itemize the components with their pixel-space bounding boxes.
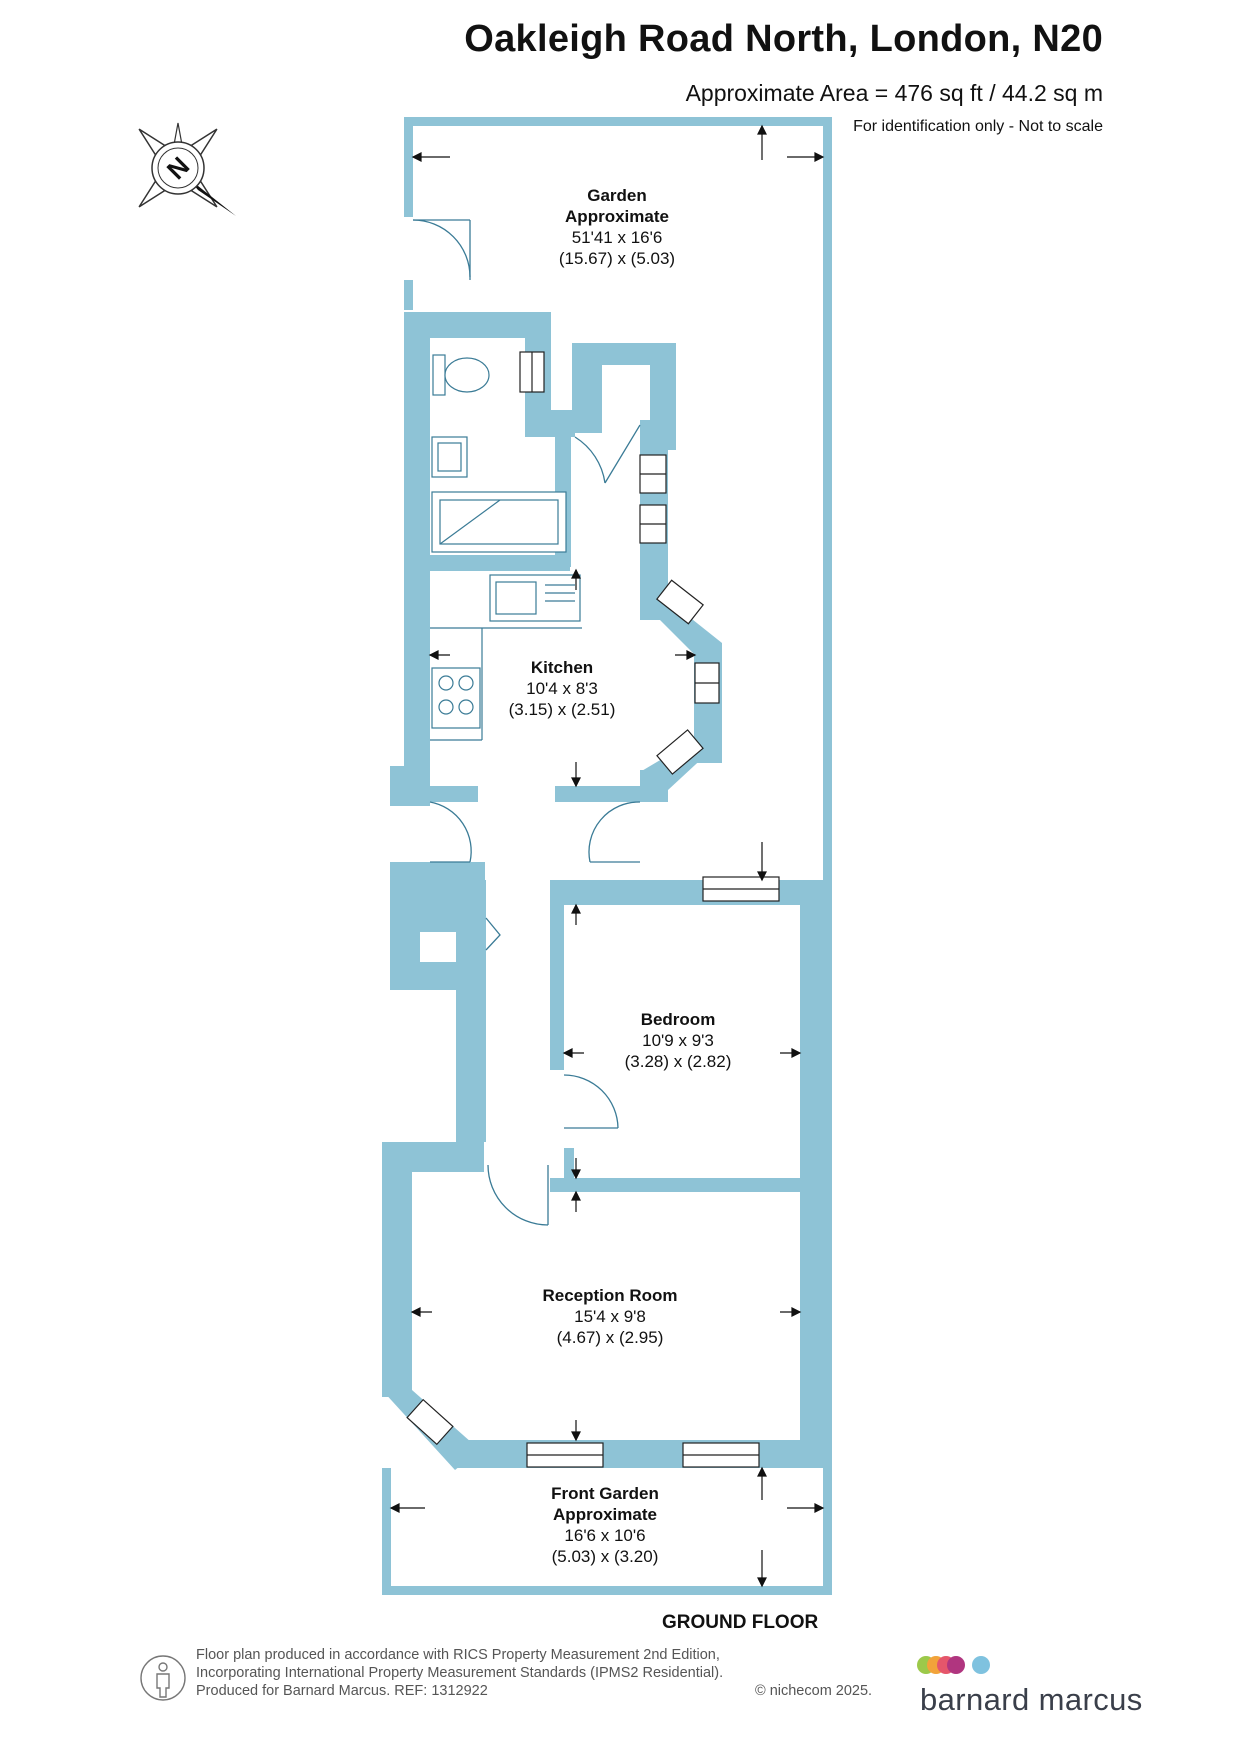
garden-label: Garden Approximate 51'41 x 16'6 (15.67) … (559, 186, 675, 268)
doors (412, 219, 641, 1226)
reception-room-label: Reception Room 15'4 x 9'8 (4.67) x (2.95… (542, 1286, 677, 1347)
kitchen-label: Kitchen 10'4 x 8'3 (3.15) x (2.51) (509, 658, 616, 719)
toilet-icon (432, 354, 490, 396)
brand-logo-dots (917, 1656, 990, 1674)
shower-icon (431, 491, 567, 553)
svg-text:(15.67) x (5.03): (15.67) x (5.03) (559, 249, 675, 268)
garden-boundary (404, 117, 832, 907)
svg-text:51'41 x 16'6: 51'41 x 16'6 (572, 228, 663, 247)
basin-icon (431, 436, 468, 478)
brand-name: barnard marcus (920, 1682, 1143, 1717)
windows (406, 351, 780, 1468)
svg-text:Approximate: Approximate (553, 1505, 657, 1524)
footer-line-3: Produced for Barnard Marcus. REF: 131292… (196, 1683, 488, 1699)
person-icon (140, 1655, 186, 1701)
svg-text:(5.03) x (3.20): (5.03) x (3.20) (552, 1547, 659, 1566)
footer-line-1: Floor plan produced in accordance with R… (196, 1647, 720, 1663)
svg-text:(4.67) x (2.95): (4.67) x (2.95) (557, 1328, 664, 1347)
svg-text:Bedroom: Bedroom (641, 1010, 716, 1029)
fixtures (430, 354, 582, 741)
identification-note: For identification only - Not to scale (853, 118, 1103, 135)
svg-text:Kitchen: Kitchen (531, 658, 593, 677)
hob-icon (431, 667, 481, 729)
svg-text:15'4 x 9'8: 15'4 x 9'8 (574, 1307, 646, 1326)
svg-text:Reception Room: Reception Room (542, 1286, 677, 1305)
svg-text:Garden: Garden (587, 186, 647, 205)
svg-text:10'9 x 9'3: 10'9 x 9'3 (642, 1031, 714, 1050)
svg-text:10'4 x 8'3: 10'4 x 8'3 (526, 679, 598, 698)
copyright: © nichecom 2025. (755, 1683, 873, 1699)
svg-text:(3.15) x (2.51): (3.15) x (2.51) (509, 700, 616, 719)
svg-text:Front Garden: Front Garden (551, 1484, 659, 1503)
compass-icon: N (138, 122, 236, 216)
svg-text:(3.28) x (2.82): (3.28) x (2.82) (625, 1052, 732, 1071)
dimension-arrows (389, 124, 825, 1588)
front-garden-label: Front Garden Approximate 16'6 x 10'6 (5.… (551, 1484, 659, 1566)
approximate-area: Approximate Area = 476 sq ft / 44.2 sq m (685, 80, 1103, 106)
svg-text:16'6 x 10'6: 16'6 x 10'6 (564, 1526, 645, 1545)
floor-label: GROUND FLOOR (662, 1612, 819, 1633)
footer-line-2: Incorporating International Property Mea… (196, 1665, 724, 1681)
svg-text:Approximate: Approximate (565, 207, 669, 226)
sink-icon (489, 574, 581, 622)
footer-note: Floor plan produced in accordance with R… (196, 1646, 723, 1700)
page-title: Oakleigh Road North, London, N20 (464, 18, 1103, 60)
bedroom-label: Bedroom 10'9 x 9'3 (3.28) x (2.82) (625, 1010, 732, 1071)
